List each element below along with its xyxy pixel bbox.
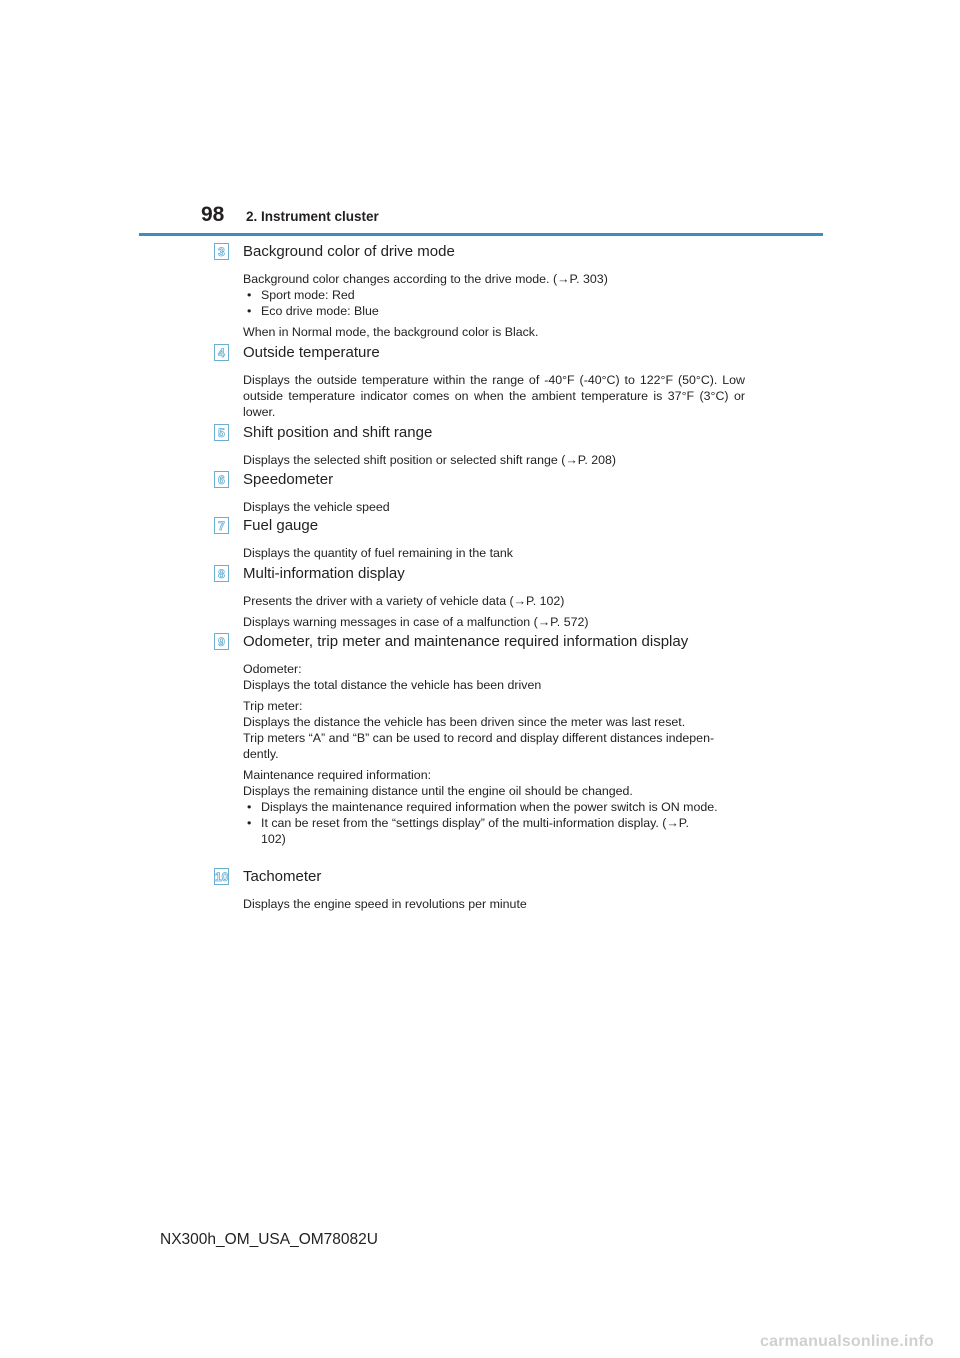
item-title: Odometer, trip meter and maintenance req…: [243, 633, 689, 650]
item-number-badge: 5: [214, 424, 229, 441]
item-fuel-gauge: 7 Fuel gauge Displays the quantity of fu…: [0, 516, 960, 564]
item-number-badge: 6: [214, 471, 229, 488]
item-description: Displays the selected shift position or …: [243, 453, 617, 467]
item-title: Tachometer: [243, 868, 322, 885]
item-description: Displays the vehicle speed: [243, 500, 390, 514]
item-multi-information-display: 8 Multi-information display Presents the…: [0, 564, 960, 632]
item-number-badge: 3: [214, 243, 229, 260]
section-title: 2. Instrument cluster: [246, 209, 379, 224]
item-title: Multi-information display: [243, 565, 405, 582]
item-description: Displays the quantity of fuel remaining …: [243, 546, 513, 560]
item-number-badge: 8: [214, 565, 229, 582]
page-number: 98: [201, 203, 225, 226]
item-tachometer: 10 Tachometer Displays the engine speed …: [0, 867, 960, 913]
trip-meter-note: Trip meters “A” and “B” can be used to r…: [243, 731, 715, 761]
list-item: Sport mode: Red: [244, 287, 744, 303]
item-number-badge: 10: [214, 868, 229, 885]
item-title: Fuel gauge: [243, 517, 319, 534]
item-description: Displays warning messages in case of a m…: [243, 615, 589, 629]
item-number-badge: 7: [214, 517, 229, 534]
odometer-label: Odometer:: [243, 662, 302, 676]
header-divider: [139, 233, 823, 236]
item-description: Displays the outside temperature within …: [243, 373, 745, 419]
item-description: Displays the engine speed in revolutions…: [243, 897, 527, 911]
item-background-color: 3 Background color of drive mode Backgro…: [0, 242, 960, 343]
watermark: carmanualsonline.info: [760, 1333, 935, 1350]
list-item: It can be reset from the “settings displ…: [244, 815, 704, 847]
item-description: Background color changes according to th…: [243, 272, 608, 286]
trip-meter-description: Displays the distance the vehicle has be…: [243, 715, 686, 729]
item-title: Background color of drive mode: [243, 243, 455, 260]
item-title: Outside temperature: [243, 344, 380, 361]
item-description: Presents the driver with a variety of ve…: [243, 594, 565, 608]
item-speedometer: 6 Speedometer Displays the vehicle speed: [0, 470, 960, 516]
maintenance-description: Displays the remaining distance until th…: [243, 784, 633, 798]
item-title: Shift position and shift range: [243, 424, 433, 441]
maintenance-label: Maintenance required information:: [243, 768, 432, 782]
list-item: Displays the maintenance required inform…: [244, 799, 744, 815]
item-number-badge: 9: [214, 633, 229, 650]
item-odometer: 9 Odometer, trip meter and maintenance r…: [0, 632, 960, 867]
item-title: Speedometer: [243, 471, 334, 488]
page-header: 98 2. Instrument cluster: [139, 203, 823, 236]
document-code: NX300h_OM_USA_OM78082U: [160, 1231, 378, 1248]
odometer-description: Displays the total distance the vehicle …: [243, 678, 542, 692]
item-description: When in Normal mode, the background colo…: [243, 325, 539, 339]
trip-meter-label: Trip meter:: [243, 699, 303, 713]
item-shift-position: 5 Shift position and shift range Display…: [0, 423, 960, 470]
item-number-badge: 4: [214, 344, 229, 361]
item-outside-temperature: 4 Outside temperature Displays the outsi…: [0, 343, 960, 423]
page-content: 3 Background color of drive mode Backgro…: [0, 242, 960, 913]
list-item: Eco drive mode: Blue: [244, 303, 744, 319]
